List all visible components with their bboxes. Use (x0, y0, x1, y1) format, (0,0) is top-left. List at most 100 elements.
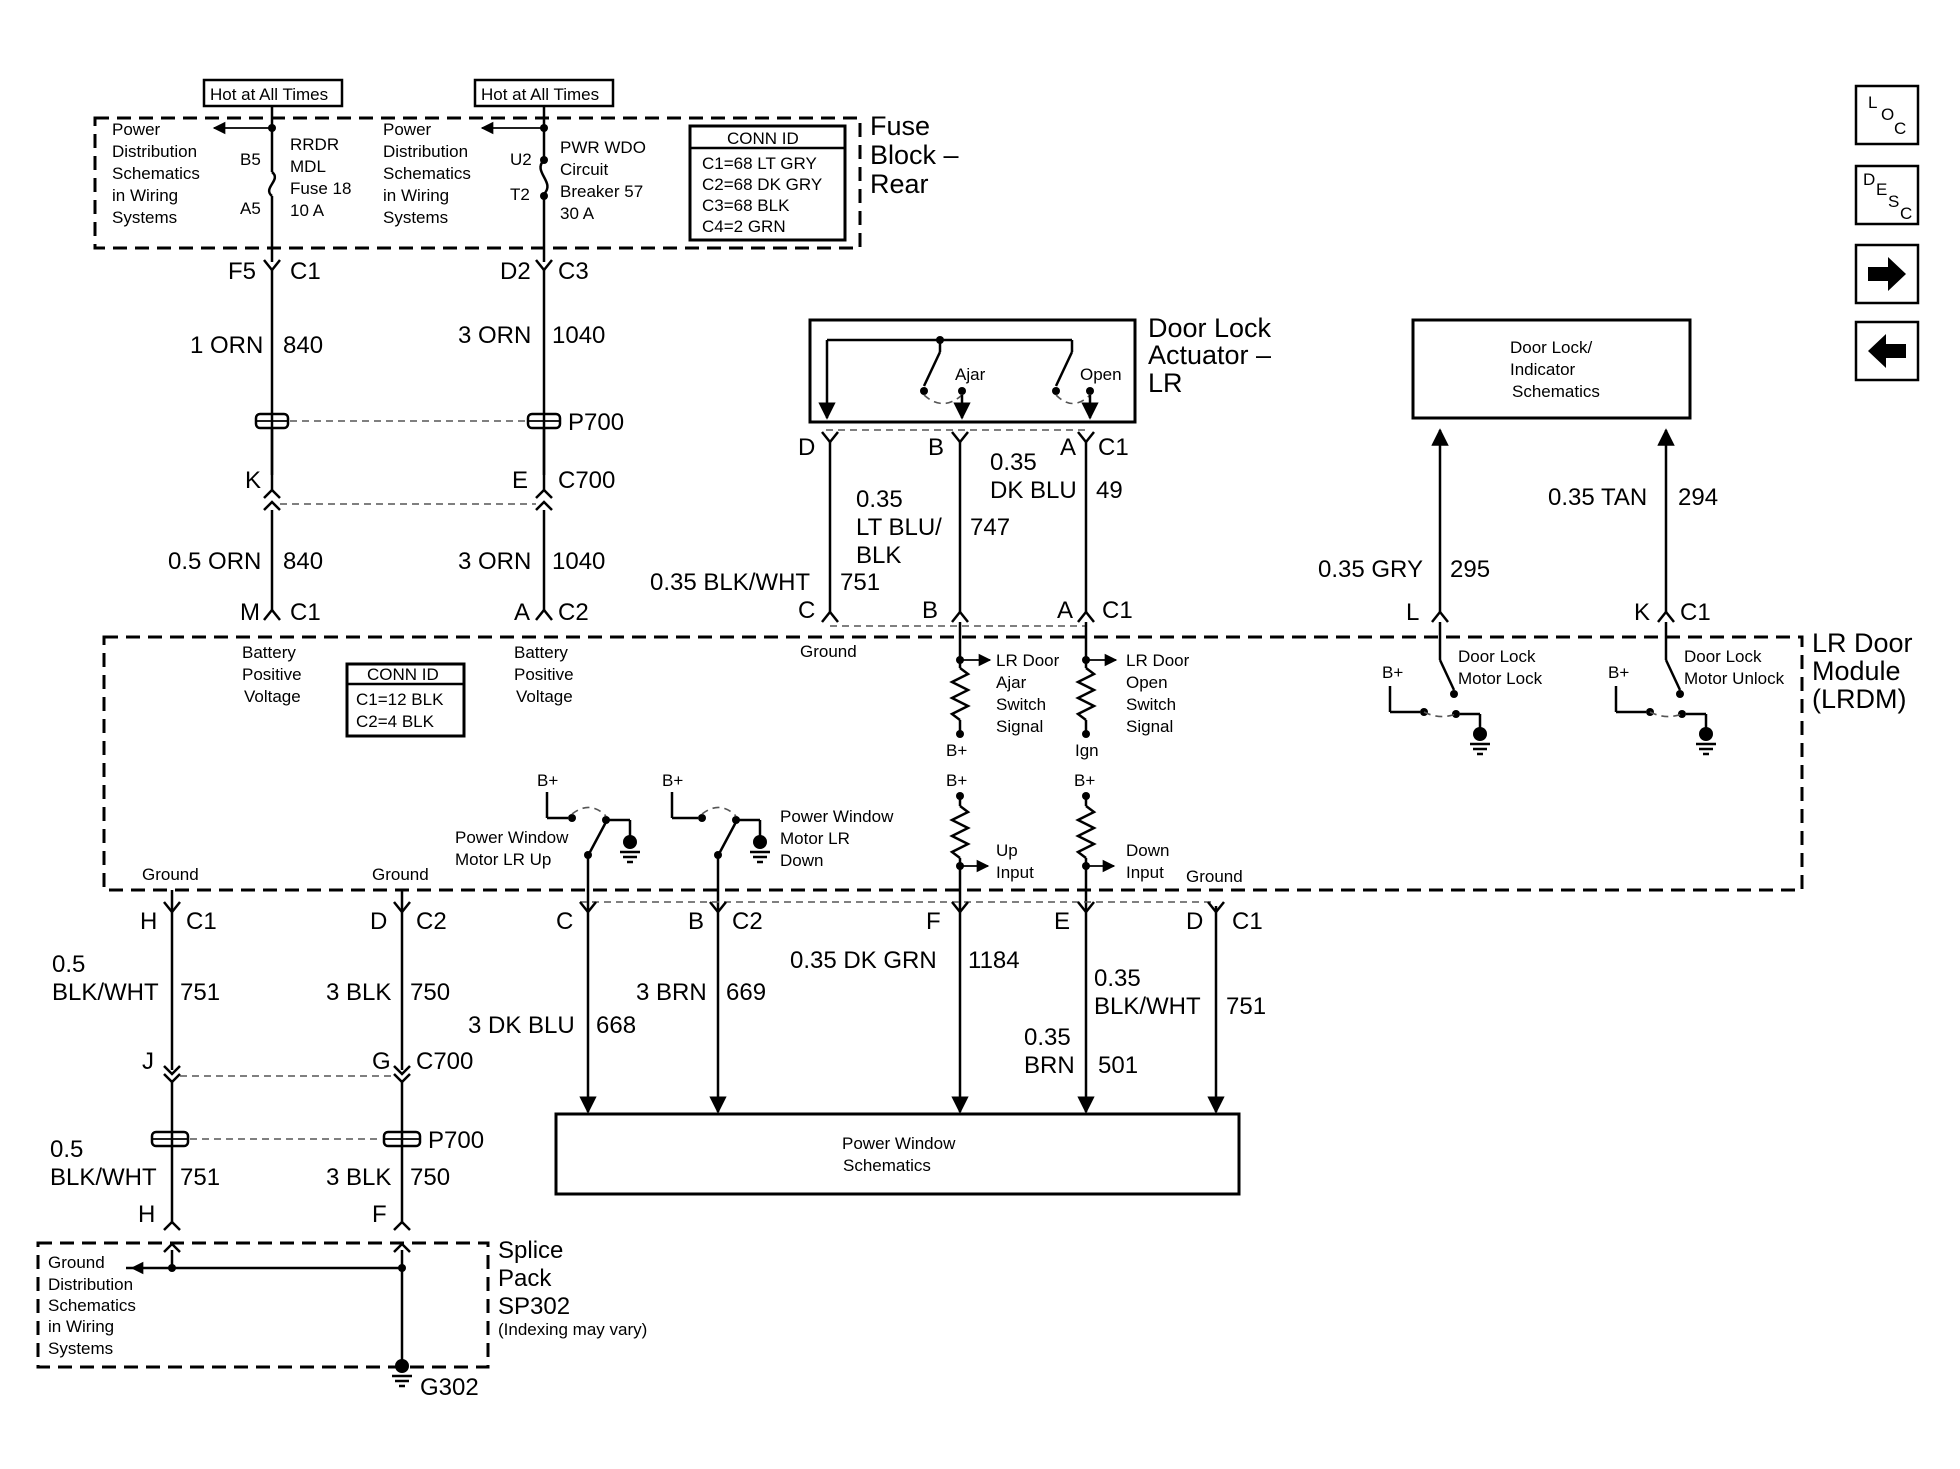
pd-text-line: in Wiring (112, 186, 178, 205)
connector-label: C1 (1232, 908, 1263, 935)
battery-label: Battery (514, 643, 568, 662)
wire-gauge: 0.35 (1024, 1024, 1071, 1051)
pin-label: C (556, 908, 573, 935)
fuse-block: Hot at All Times Hot at All Times Power … (93, 78, 959, 262)
wire-gauge: DK BLU (990, 477, 1077, 504)
wire-circuit: 1184 (968, 947, 1020, 974)
wire-gauge: 0.35 (856, 486, 903, 513)
splice-title: Splice (498, 1237, 563, 1264)
wire-gauge: 0.5 (52, 951, 85, 978)
wire-gauge: 3 BRN (636, 979, 707, 1006)
wire-gauge: LT BLU/ (856, 514, 942, 541)
signal-label: Signal (996, 717, 1043, 736)
indicator-box-text: Door Lock/ (1510, 338, 1592, 357)
fuse-desc-line: Fuse 18 (290, 179, 351, 198)
wire-gauge: 0.35 TAN (1548, 484, 1647, 511)
pd-text-line: Power (112, 120, 161, 139)
ign-label: Ign (1075, 741, 1099, 760)
pw-label: Motor LR Up (455, 850, 551, 869)
arrow-left-icon (1868, 334, 1906, 368)
back-button[interactable] (1854, 320, 1920, 382)
forward-button[interactable] (1854, 243, 1920, 305)
wire-circuit: 751 (180, 1164, 220, 1191)
pd-text-line: Systems (383, 208, 448, 227)
pw-label: Down (780, 851, 823, 870)
wire-gauge: 3 BLK (326, 1164, 391, 1191)
pin-label: D (798, 434, 815, 461)
breaker-pin-bottom: T2 (510, 185, 530, 204)
desc-button[interactable]: D E S C (1854, 164, 1920, 226)
wire-circuit: 751 (840, 569, 880, 596)
motor-label: Motor Lock (1458, 669, 1543, 688)
pin-label: E (512, 467, 528, 494)
ground-dist-text: Systems (48, 1339, 113, 1358)
wire-gauge: 0.35 BLK/WHT (650, 569, 810, 596)
module-title: (LRDM) (1812, 684, 1907, 714)
conn-id-line: C4=2 GRN (702, 217, 786, 236)
module-title: LR Door (1812, 628, 1913, 658)
c700-label: C700 (558, 467, 615, 494)
pin-label: D (1186, 908, 1203, 935)
wire-gauge: 3 ORN (458, 322, 531, 349)
module-outline (102, 635, 1804, 892)
wire-circuit: 750 (410, 1164, 450, 1191)
battery-label: Positive (514, 665, 574, 684)
breaker-desc-line: Circuit (560, 160, 608, 179)
bplus-label: B+ (1608, 663, 1629, 682)
svg-text:E: E (1876, 180, 1887, 199)
pin-label: D2 (500, 258, 531, 285)
fuse-block-outline (93, 116, 862, 250)
wire-gauge: 1 ORN (190, 332, 263, 359)
pw-box-text: Power Window (842, 1134, 956, 1153)
conn-id-line: C2=68 DK GRY (702, 175, 822, 194)
pin-label: F (926, 908, 941, 935)
pin-label: L (1406, 599, 1419, 626)
battery-label: Battery (242, 643, 296, 662)
svg-text:C: C (1894, 119, 1906, 138)
loc-button[interactable]: L O C (1854, 84, 1920, 146)
wire-circuit: 747 (970, 514, 1010, 541)
pin-label: E (1054, 908, 1070, 935)
wire-gauge: 3 BLK (326, 979, 391, 1006)
pin-label: A (514, 599, 530, 626)
wire-gauge: BLK/WHT (1094, 993, 1201, 1020)
signal-label: Open (1126, 673, 1168, 692)
actuator-title: Door Lock (1148, 313, 1272, 343)
power-window-schematics: Power Window Schematics (554, 1112, 1241, 1196)
battery-label: Voltage (516, 687, 573, 706)
open-label: Open (1080, 365, 1122, 384)
bplus-label: B+ (662, 771, 683, 790)
hot-at-all-times-label: Hot at All Times (481, 85, 599, 104)
pd-text-line: Schematics (112, 164, 200, 183)
svg-text:L: L (1868, 93, 1877, 112)
wire-circuit: 501 (1098, 1052, 1138, 1079)
bplus-label: B+ (1382, 663, 1403, 682)
wire-circuit: 840 (283, 548, 323, 575)
signal-label: Ajar (996, 673, 1027, 692)
pw-label: Power Window (780, 807, 894, 826)
wire-gauge: 3 ORN (458, 548, 531, 575)
svg-text:S: S (1888, 192, 1899, 211)
splice-pack: Ground Distribution Schematics in Wiring… (36, 1237, 647, 1401)
motor-label: Motor Unlock (1684, 669, 1785, 688)
pin-label: C (798, 597, 815, 624)
connector-label: C3 (558, 258, 589, 285)
pin-label: B (688, 908, 704, 935)
signal-label: Signal (1126, 717, 1173, 736)
pin-label: B (928, 434, 944, 461)
actuator-title: LR (1148, 368, 1183, 398)
pin-label: A (1057, 597, 1073, 624)
breaker-desc-line: PWR WDO (560, 138, 646, 157)
signal-label: Switch (1126, 695, 1176, 714)
wire-gauge: BLK/WHT (50, 1164, 157, 1191)
wire-circuit: 49 (1096, 477, 1123, 504)
p700-label: P700 (568, 409, 624, 436)
pin-label: M (240, 599, 260, 626)
pd-text-line: Distribution (383, 142, 468, 161)
fuse-block-title: Block – (870, 140, 959, 170)
conn-id-line: C2=4 BLK (356, 712, 435, 731)
input-label: Input (1126, 863, 1164, 882)
wire-gauge: BLK (856, 542, 901, 569)
indicator-box-text: Schematics (1512, 382, 1600, 401)
